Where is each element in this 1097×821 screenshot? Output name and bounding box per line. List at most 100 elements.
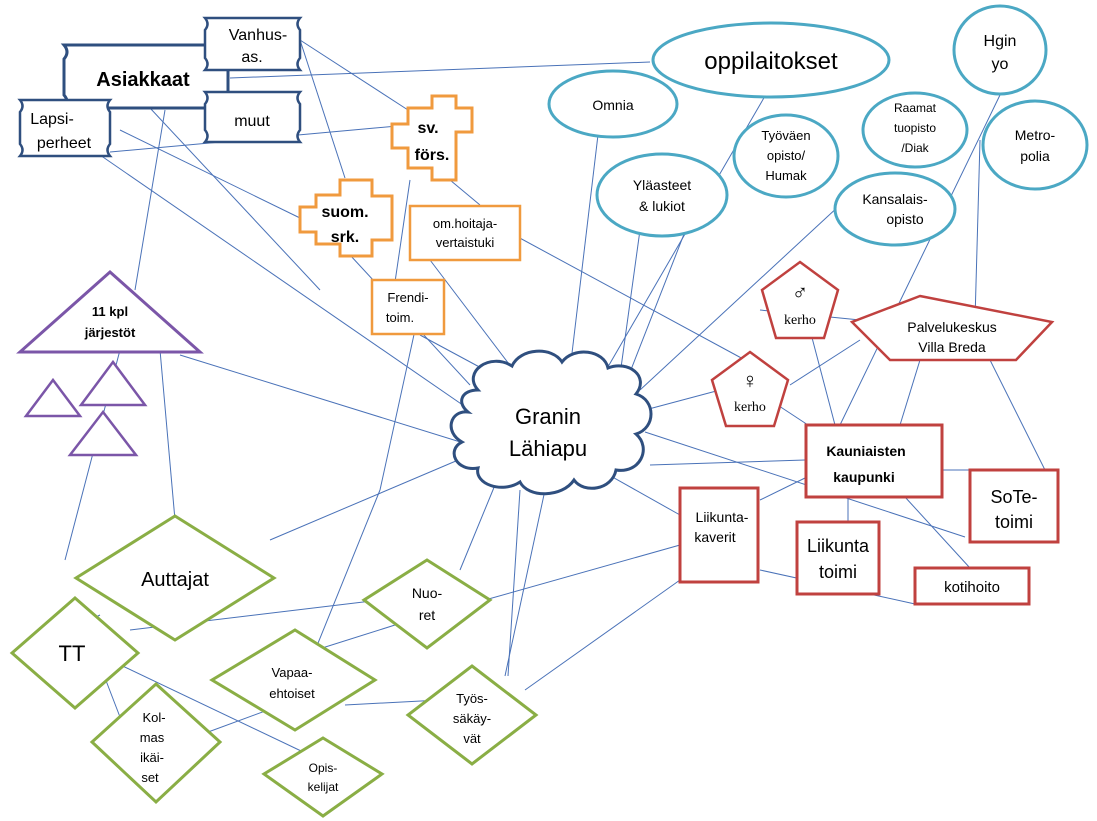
tyovaen-label-2: opisto/ [767, 148, 806, 163]
villa-breda-node[interactable]: Palvelukeskus Villa Breda [849, 294, 1055, 362]
vanhus-label-2: as. [241, 49, 262, 66]
jarjestot-cluster: 11 kpl järjestöt [16, 269, 204, 457]
kolmas-label-4: set [141, 770, 159, 785]
city-cluster: Kauniaisten kaupunki SoTe- toimi Liikunt… [678, 423, 1060, 606]
connector [484, 544, 681, 601]
ylaasteet-node[interactable]: Yläasteet & lukiot [595, 152, 729, 238]
sv-label: sv. [417, 120, 438, 137]
ylaasteet-label-1: Yläasteet [633, 177, 691, 193]
connector [839, 94, 1001, 426]
nuoret-node[interactable]: Nuo- ret [361, 558, 493, 650]
kansalais-label-1: Kansalais- [862, 191, 928, 207]
kotihoito-node[interactable]: kotihoito [913, 566, 1031, 606]
vapaaehtoiset-node[interactable]: Vapaa- ehtoiset [209, 628, 378, 732]
connector [524, 579, 681, 691]
connector [624, 205, 696, 386]
suom-srk-node[interactable]: suom. srk. [298, 178, 394, 258]
connector [789, 339, 861, 386]
connector [504, 229, 746, 361]
small-triangle [78, 359, 148, 407]
tt-label: TT [59, 641, 86, 666]
tt-node[interactable]: TT [9, 596, 141, 710]
nuoret-label-1: Nuo- [412, 585, 443, 601]
sote-toimi-node[interactable]: SoTe- toimi [968, 468, 1060, 544]
frendi-label-2: toim. [386, 310, 414, 325]
hgin-label-1: Hgin [984, 33, 1017, 50]
frendi-node[interactable]: Frendi- toim. [370, 278, 446, 336]
connector [299, 39, 346, 179]
vanhus-node[interactable]: Vanhus- as. [202, 16, 303, 72]
connector [119, 129, 301, 219]
connector [99, 154, 471, 411]
tyossa-label-3: vät [463, 731, 481, 746]
oppilaitokset-cluster: oppilaitokset Omnia Hgin yo Raamat tuopi… [547, 4, 1089, 247]
auttajat-label: Auttajat [141, 569, 209, 591]
connector [504, 489, 546, 677]
kerho-female-label: kerho [734, 400, 766, 415]
kolmas-ikaiset-node[interactable]: Kol- mas ikäi- set [89, 681, 223, 805]
kerho-female-node[interactable]: ♀ kerho [710, 350, 790, 428]
sote-label-2: toimi [995, 512, 1033, 532]
connector [419, 334, 486, 371]
connector [904, 496, 971, 569]
tyossa-label-1: Työs- [456, 691, 488, 706]
nuoret-label-2: ret [419, 607, 435, 623]
connector [459, 484, 496, 571]
fors-label: förs. [415, 147, 450, 164]
connector [149, 107, 321, 291]
jarjestot-node[interactable]: 11 kpl järjestöt [16, 269, 204, 354]
granin-label: Granin [515, 404, 581, 429]
opiskelijat-node[interactable]: Opis- kelijat [261, 736, 385, 818]
liikuntatoimi-node[interactable]: Liikunta toimi [795, 520, 881, 596]
tyossakayvat-node[interactable]: Työs- säkäy- vät [405, 664, 539, 766]
kerho-male-node[interactable]: ♂ kerho [760, 260, 840, 340]
muut-node[interactable]: muut [202, 90, 303, 144]
kolmas-label-3: ikäi- [140, 750, 164, 765]
liikuntakaverit-label-2: kaverit [694, 529, 735, 545]
muut-label: muut [234, 113, 270, 130]
connector [394, 179, 411, 283]
metropolia-node[interactable]: Metro- polia [981, 99, 1089, 191]
connector [759, 477, 806, 501]
kansalaisopisto-node[interactable]: Kansalais- opisto [833, 171, 957, 247]
church-cluster: sv. förs. suom. srk. om.hoitaja- vertais… [298, 94, 522, 336]
asiakkaat-cluster: Asiakkaat Vanhus- as. muut Lapsi- perhee… [17, 16, 303, 158]
volunteer-cluster: Auttajat TT Nuo- ret Vapaa- ehtoiset Työ… [9, 514, 539, 818]
jarjestot-label-2: järjestöt [84, 325, 136, 340]
small-triangle [67, 409, 139, 457]
connector [229, 61, 651, 79]
connector [899, 359, 921, 426]
connector [989, 359, 1046, 471]
connector-lines [64, 39, 1046, 761]
raamat-node[interactable]: Raamat tuopisto /Diak [861, 91, 969, 169]
omnia-node[interactable]: Omnia [547, 69, 679, 139]
liikuntatoimi-label-1: Liikunta [807, 536, 870, 556]
kauniaisten-kaupunki-node[interactable]: Kauniaisten kaupunki [804, 423, 944, 499]
granin-lahiapu-node[interactable]: Granin Lähiapu [449, 349, 653, 496]
opiskelijat-label-2: kelijat [308, 780, 339, 794]
omhoitaja-node[interactable]: om.hoitaja- vertaistuki [408, 204, 522, 262]
oppilaitokset-label: oppilaitokset [704, 48, 838, 75]
kotihoito-label: kotihoito [944, 579, 1000, 596]
kauniaisten-label-1: Kauniaisten [826, 443, 905, 459]
raamat-label-2: tuopisto [894, 121, 936, 135]
auttajat-node[interactable]: Auttajat [73, 514, 277, 642]
connector [429, 259, 516, 373]
sv-fors-node[interactable]: sv. förs. [390, 94, 474, 182]
hgin-yo-node[interactable]: Hgin yo [952, 4, 1048, 96]
asiakkaat-node[interactable]: Asiakkaat [60, 43, 232, 110]
omhoitaja-label-1: om.hoitaja- [433, 216, 497, 231]
connector [639, 204, 841, 391]
tyovaen-opisto-node[interactable]: Työväen opisto/ Humak [732, 113, 840, 199]
lahiapu-label: Lähiapu [509, 436, 587, 461]
raamat-label-1: Raamat [894, 101, 937, 115]
oppilaitokset-node[interactable]: oppilaitokset [651, 21, 891, 99]
connector [159, 349, 176, 521]
villa-label-1: Palvelukeskus [907, 319, 997, 335]
lapsiperheet-label-2: perheet [37, 135, 92, 152]
connector [179, 354, 471, 446]
kerho-cluster: ♂ kerho ♀ kerho Palvelukeskus Villa Bred… [710, 260, 1055, 428]
lapsiperheet-node[interactable]: Lapsi- perheet [17, 98, 113, 158]
liikuntakaverit-node[interactable]: Liikunta- kaverit [678, 486, 760, 584]
